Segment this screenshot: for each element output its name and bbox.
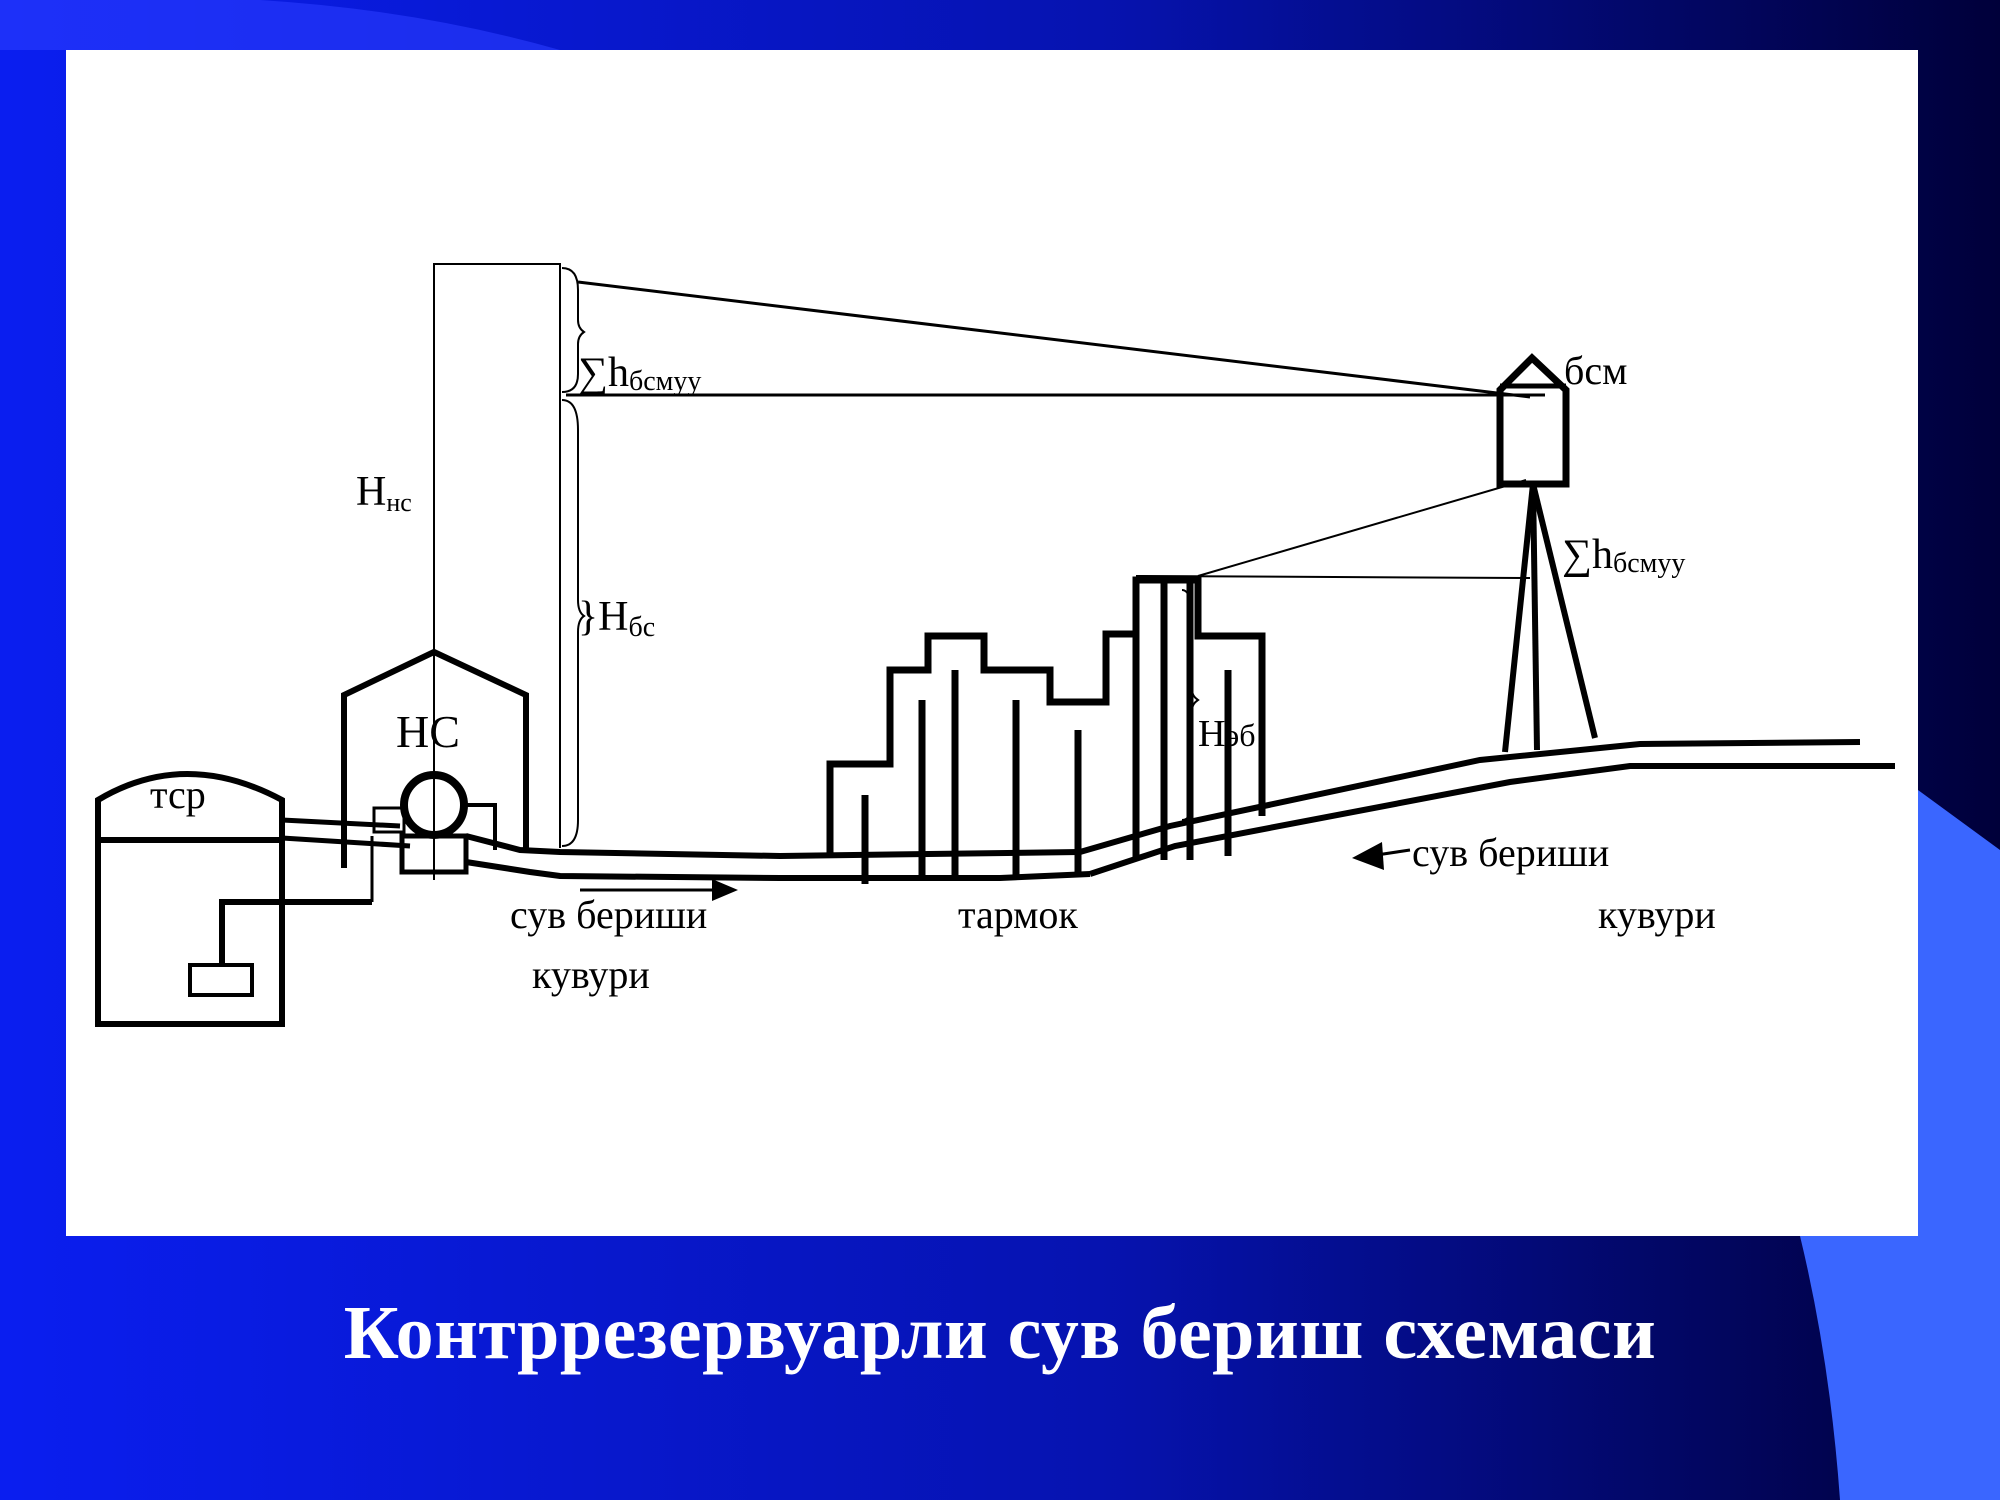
label-h-bs: }Н bbox=[578, 594, 629, 640]
label-tank: тср bbox=[150, 772, 206, 817]
label-network: тармок bbox=[958, 892, 1078, 937]
accent-shape bbox=[1800, 790, 2000, 1500]
label-pipe-right-2: кувури bbox=[1598, 892, 1716, 937]
label-sum-right: ∑h bbox=[1562, 532, 1613, 578]
slide-title: Контррезервуарли сув бериш схемаси bbox=[343, 1291, 1657, 1375]
label-h-bs-sub: бс bbox=[629, 612, 656, 643]
label-sum-top: ∑h bbox=[578, 350, 629, 396]
label-sum-top-sub: бсмуу bbox=[629, 366, 701, 397]
label-pump-station: НС bbox=[396, 706, 460, 757]
svg-text:∑hбсмуу: ∑hбсмуу bbox=[578, 350, 701, 397]
svg-text:Нэб: Нэб bbox=[1198, 713, 1255, 755]
label-pipe-left-1: сув бериши bbox=[510, 892, 707, 937]
svg-text:Ннс: Ннс bbox=[356, 469, 412, 517]
label-h-eb-sub: эб bbox=[1225, 717, 1255, 753]
label-sum-right-sub: бсмуу bbox=[1613, 548, 1685, 579]
label-pipe-left-2: кувури bbox=[532, 952, 650, 997]
label-tower: бсм bbox=[1564, 348, 1627, 393]
label-h-ns: Н bbox=[356, 469, 386, 515]
svg-text:∑hбсмуу: ∑hбсмуу bbox=[1562, 532, 1685, 579]
label-pipe-right-1: сув бериши bbox=[1412, 830, 1609, 875]
svg-text:}Нбс: }Нбс bbox=[578, 594, 655, 643]
label-h-ns-sub: нс bbox=[386, 488, 411, 517]
reservoir-tank-icon bbox=[95, 771, 372, 1027]
pump-icon bbox=[372, 652, 497, 880]
water-tower-icon bbox=[1496, 353, 1598, 753]
label-h-eb: Н bbox=[1198, 713, 1225, 755]
diagram-panel bbox=[66, 50, 1918, 1236]
